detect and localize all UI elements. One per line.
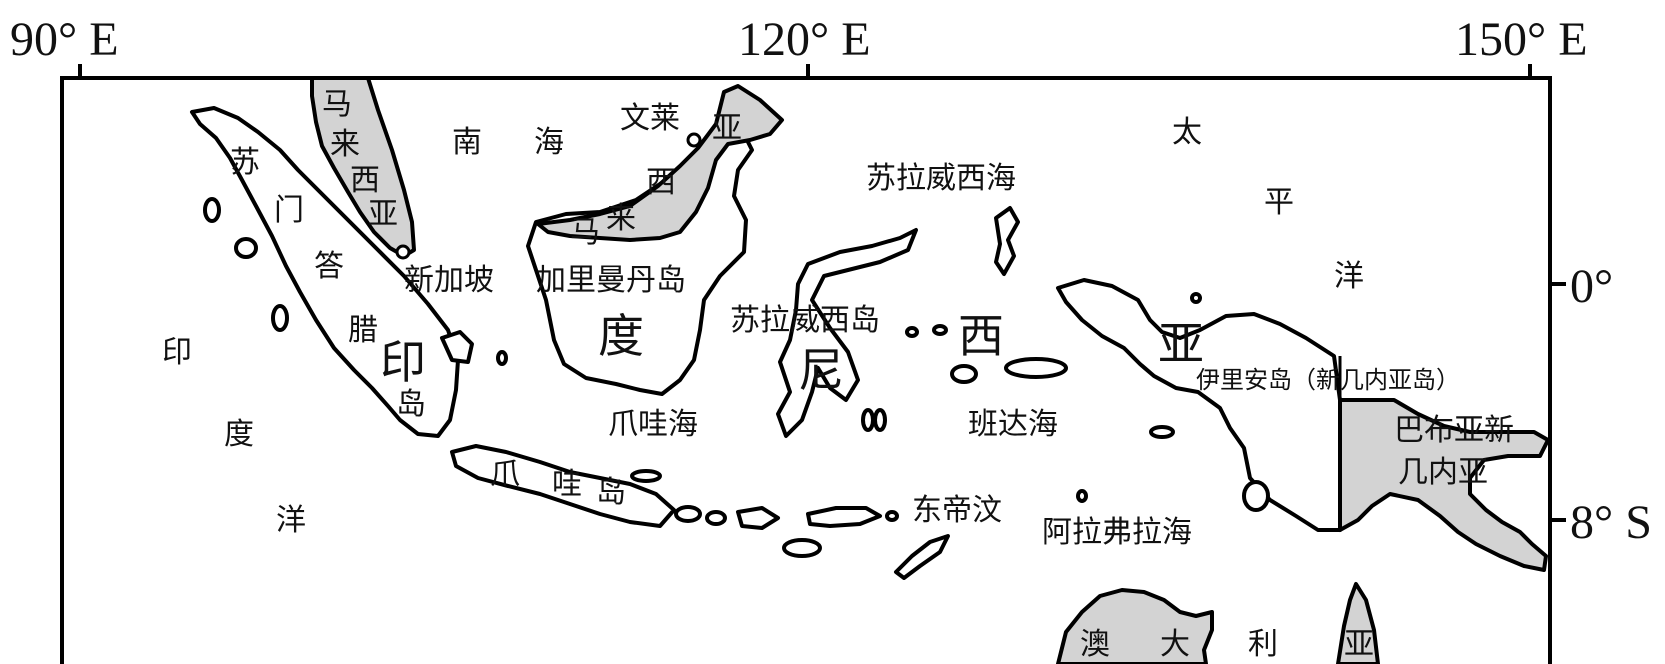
buru-island: [950, 364, 978, 384]
sea-label-sulawesi: 苏拉威西海: [866, 161, 1016, 196]
australia-ao: 澳: [1080, 627, 1110, 662]
papua-new-guinea: [1338, 398, 1550, 572]
sulawesi-island: [776, 228, 918, 438]
indonesia-yin: 印: [380, 335, 426, 389]
sumatra-da: 答: [314, 249, 344, 284]
madura-island: [630, 469, 662, 483]
lon-label-120e: 120° E: [738, 13, 871, 66]
small-maluku-1: [932, 324, 948, 336]
png-small-island: [1242, 480, 1270, 512]
singapore-marker: [395, 244, 411, 260]
lon-label-90e: 90° E: [10, 13, 119, 66]
ocean-label-ping: 平: [1264, 185, 1294, 220]
new-guinea-west: [1056, 278, 1342, 532]
java-island: [450, 444, 676, 528]
indonesia-ya: 亚: [1158, 317, 1204, 371]
small-maluku-5: [1190, 292, 1202, 304]
png-label-1: 巴布亚新: [1394, 413, 1514, 448]
flores-island: [806, 506, 882, 528]
sumbawa-island: [736, 506, 780, 530]
sumatra-la: 腊: [348, 313, 378, 348]
java-wa: 哇: [552, 467, 582, 502]
small-island-3: [271, 304, 289, 332]
sea-label-java: 爪哇海: [608, 407, 698, 442]
small-sunda-1: [885, 510, 899, 522]
australia-ya: 亚: [1344, 627, 1374, 662]
malaysia-east-lai: 来: [606, 201, 636, 236]
ocean-label-tai: 太: [1172, 115, 1202, 150]
java-dao: 岛: [596, 475, 626, 510]
east-malaysia: [536, 84, 784, 242]
brunei-label: 文莱: [620, 101, 680, 136]
cape-york: [1336, 582, 1380, 664]
indonesia-ni: 尼: [798, 343, 844, 397]
malaysia-west-ya: 亚: [368, 197, 398, 232]
ocean-label-yang: 洋: [1334, 259, 1364, 294]
seram-island: [1004, 357, 1068, 379]
small-maluku-2: [905, 326, 919, 338]
malaysia-east-ma: 马: [570, 215, 600, 250]
sea-label-arafura: 阿拉弗拉海: [1042, 515, 1192, 550]
sulawesi-label: 苏拉威西岛: [730, 303, 880, 338]
kalimantan-label: 加里曼丹岛: [536, 263, 686, 298]
sumba-island: [782, 538, 822, 558]
bangka-island: [440, 330, 474, 364]
java-zhua: 爪: [490, 457, 520, 492]
sumatra-dao: 岛: [396, 387, 426, 422]
singapore-label: 新加坡: [404, 263, 494, 298]
australia-da: 大: [1160, 627, 1190, 662]
bali-island: [674, 505, 702, 523]
australia: [1056, 588, 1214, 664]
east-timor-label: 东帝汶: [912, 493, 1002, 528]
malaysia-east-ya: 亚: [712, 111, 742, 146]
small-maluku-4: [1076, 489, 1088, 503]
indonesia-du: 度: [598, 309, 644, 363]
sea-label-hai: 海: [534, 125, 564, 160]
malaysia-west-lai: 来: [330, 127, 360, 162]
malaysia-east-xi: 西: [646, 165, 676, 200]
halmahera-island: [994, 206, 1020, 276]
brunei-marker: [686, 132, 702, 148]
png-label-2: 几内亚: [1398, 455, 1488, 490]
lat-label-8s: 8° S: [1570, 496, 1652, 549]
small-maluku-3: [1149, 425, 1175, 439]
lon-label-150e: 150° E: [1455, 13, 1588, 66]
australia-li: 利: [1248, 627, 1278, 662]
buton-island: [873, 408, 887, 432]
lat-label-0: 0°: [1570, 260, 1613, 313]
ocean-label-yang2: 洋: [276, 503, 306, 538]
timor-island: [894, 534, 950, 580]
sea-label-banda: 班达海: [968, 407, 1058, 442]
malaysia-west-ma: 马: [322, 87, 352, 122]
lombok-island: [705, 510, 727, 526]
ocean-label-yin: 印: [162, 335, 192, 370]
indonesia-xi: 西: [958, 309, 1004, 363]
malaysia-west-xi: 西: [350, 163, 380, 198]
sumatra-island: [190, 106, 460, 438]
sea-label-nan: 南: [452, 125, 482, 160]
ocean-label-du: 度: [224, 417, 254, 452]
small-island-1: [203, 197, 221, 223]
malay-peninsula: [310, 76, 416, 258]
irian-label: 伊里安岛（新几内亚岛）: [1196, 366, 1460, 394]
sumatra-men: 门: [274, 193, 304, 228]
muna-island: [861, 408, 875, 432]
small-island-4: [496, 350, 508, 366]
sumatra-su: 苏: [230, 145, 260, 180]
small-island-2: [234, 237, 258, 259]
